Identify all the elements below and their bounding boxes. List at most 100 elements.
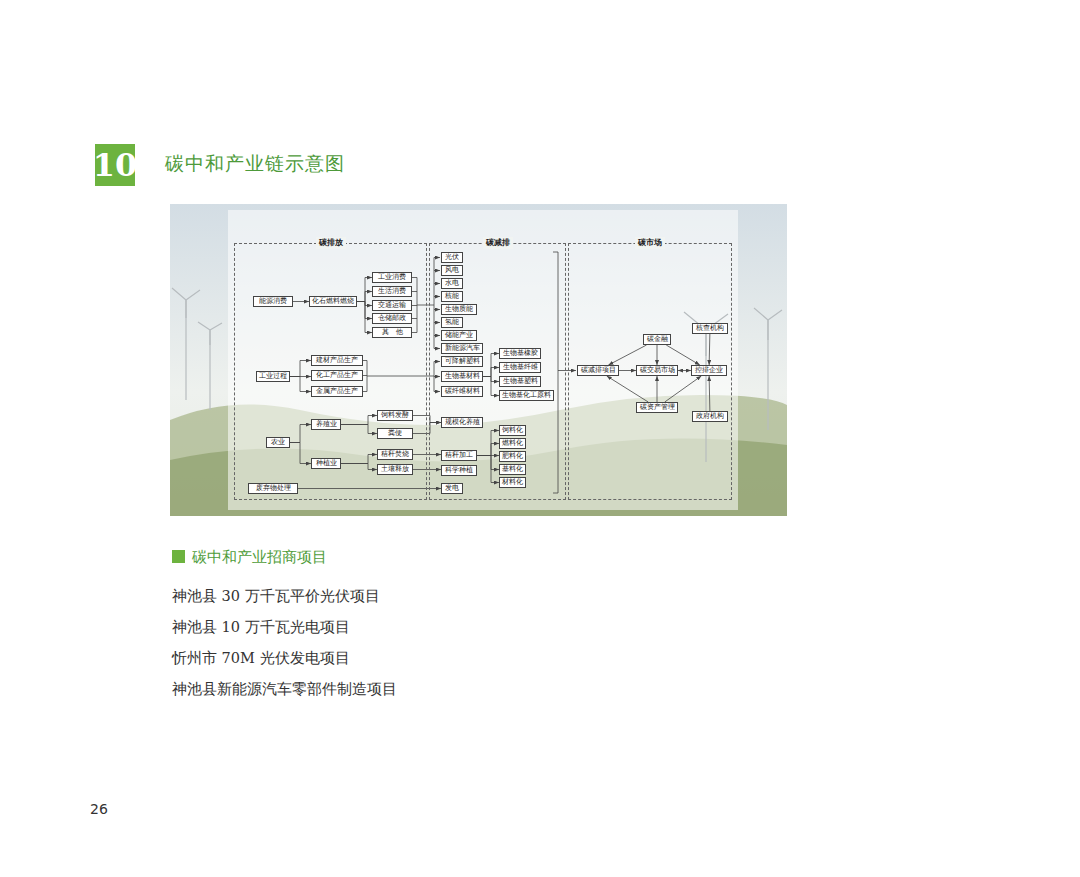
- connector: [341, 416, 377, 425]
- flow-box: 碳金融: [643, 334, 671, 345]
- box-label: 金属产品生产: [316, 387, 358, 396]
- flow-box: 科学种植: [441, 465, 477, 476]
- flow-box: 规模化养殖: [441, 417, 483, 428]
- connector: [290, 425, 311, 443]
- flow-box: 碳减排项目: [577, 365, 619, 376]
- flow-box: 生物基化工原料: [499, 390, 554, 401]
- box-label: 控排企业: [695, 366, 723, 375]
- box-label: 化石燃料燃烧: [312, 297, 354, 306]
- box-label: 储能产业: [445, 331, 473, 340]
- flow-box: 风电: [441, 265, 463, 276]
- box-label: 材料化: [502, 478, 523, 487]
- box-label: 仓储邮政: [378, 314, 406, 323]
- connector: [357, 302, 372, 333]
- flow-box: 废弃物处理: [248, 483, 298, 494]
- flow-box: 生活消费: [372, 286, 412, 297]
- box-label: 发电: [445, 484, 459, 493]
- box-label: 生物基塑料: [503, 377, 538, 386]
- box-label: 核查机构: [696, 324, 724, 333]
- flow-box: 粪便: [377, 428, 413, 439]
- section-heading: 碳中和产业招商项目: [192, 548, 327, 567]
- box-label: 生物基橡胶: [503, 349, 538, 358]
- box-label: 生物基纤维: [503, 363, 538, 372]
- box-label: 规模化养殖: [445, 418, 480, 427]
- connector: [483, 377, 499, 396]
- group-bracket: [363, 252, 576, 493]
- flow-box: 控排企业: [691, 365, 727, 376]
- connector: [607, 376, 648, 402]
- flow-box: 工业消费: [372, 272, 412, 283]
- connector: [290, 361, 311, 377]
- connector: [341, 464, 377, 470]
- connector: [483, 368, 499, 377]
- connector: [665, 376, 702, 402]
- photo-backdrop: [170, 204, 787, 516]
- connector: [413, 416, 441, 423]
- stage-region: 碳市场碳减排项目碳金融碳交易市场碳资产管理核查机构控排企业政府机构: [568, 243, 732, 500]
- flow-box: 碳资产管理: [636, 402, 678, 413]
- box-label: 能源消费: [259, 297, 287, 306]
- flow-box: 光伏: [441, 252, 463, 263]
- box-label: 基料化: [502, 465, 523, 474]
- connector: [293, 301, 309, 302]
- flow-box: 土壤释放: [377, 464, 413, 475]
- flow-box: 交通运输: [372, 300, 412, 311]
- flow-box: 燃料化: [499, 438, 526, 449]
- region-heading: 碳减排: [483, 237, 513, 249]
- box-label: 工业过程: [259, 372, 287, 381]
- box-label: 可降解塑料: [445, 357, 480, 366]
- flow-box: 能源消费: [253, 296, 293, 307]
- flow-box: 可降解塑料: [441, 356, 483, 367]
- flow-box: 新能源汽车: [441, 343, 483, 354]
- connector: [619, 370, 636, 371]
- connector: [298, 488, 441, 489]
- flow-box: 水电: [441, 278, 463, 289]
- box-label: 生物基材料: [445, 372, 480, 381]
- flow-box: 核查机构: [692, 323, 728, 334]
- connector: [608, 345, 646, 365]
- flow-box: 发电: [441, 483, 463, 494]
- flow-box: 建材产品生产: [311, 355, 363, 366]
- box-label: 水电: [445, 279, 459, 288]
- connector: [341, 425, 377, 434]
- flow-box: 核能: [441, 291, 463, 302]
- flow-box: 金属产品生产: [311, 386, 363, 397]
- box-label: 碳交易市场: [640, 366, 675, 375]
- connector: [413, 469, 441, 470]
- flow-box: 储能产业: [441, 330, 477, 341]
- box-label: 风电: [445, 266, 459, 275]
- box-label: 废弃物处理: [256, 484, 291, 493]
- connector: [357, 302, 372, 306]
- stage-region: 碳排放能源消费化石燃料燃烧工业消费生活消费交通运输仓储邮政其 他工业过程建材产品…: [234, 243, 427, 500]
- connector: [357, 278, 372, 302]
- connector: [477, 456, 499, 483]
- flow-box: 其 他: [372, 327, 412, 338]
- flow-box: 生物基材料: [441, 371, 483, 382]
- flow-box: 仓储邮政: [372, 313, 412, 324]
- box-label: 秸秆焚烧: [381, 450, 409, 459]
- flow-box: 基料化: [499, 464, 526, 475]
- box-label: 秸秆加工: [445, 451, 473, 460]
- project-item: 神池县新能源汽车零部件制造项目: [172, 680, 397, 699]
- box-label: 生物质能: [445, 305, 473, 314]
- box-label: 土壤释放: [381, 465, 409, 474]
- box-label: 碳金融: [647, 335, 668, 344]
- connector: [413, 423, 441, 434]
- box-label: 生物基化工原料: [502, 391, 551, 400]
- flow-box: 氢能: [441, 317, 463, 328]
- box-label: 氢能: [445, 318, 459, 327]
- box-label: 种植业: [316, 459, 337, 468]
- box-label: 粪便: [388, 429, 402, 438]
- connector: [657, 376, 658, 402]
- project-item: 神池县 30 万千瓦平价光伏项目: [172, 587, 380, 606]
- connector: [483, 354, 499, 377]
- connector: [357, 302, 372, 319]
- connector: [678, 370, 691, 371]
- box-label: 交通运输: [378, 301, 406, 310]
- connector: [477, 444, 499, 456]
- stage-region: 碳减排光伏风电水电核能生物质能氢能储能产业新能源汽车可降解塑料生物基材料碳纤维材…: [429, 243, 566, 500]
- flow-box: 工业过程: [256, 371, 290, 382]
- box-label: 饲料发酵: [381, 411, 409, 420]
- flow-box: 生物基塑料: [499, 376, 541, 387]
